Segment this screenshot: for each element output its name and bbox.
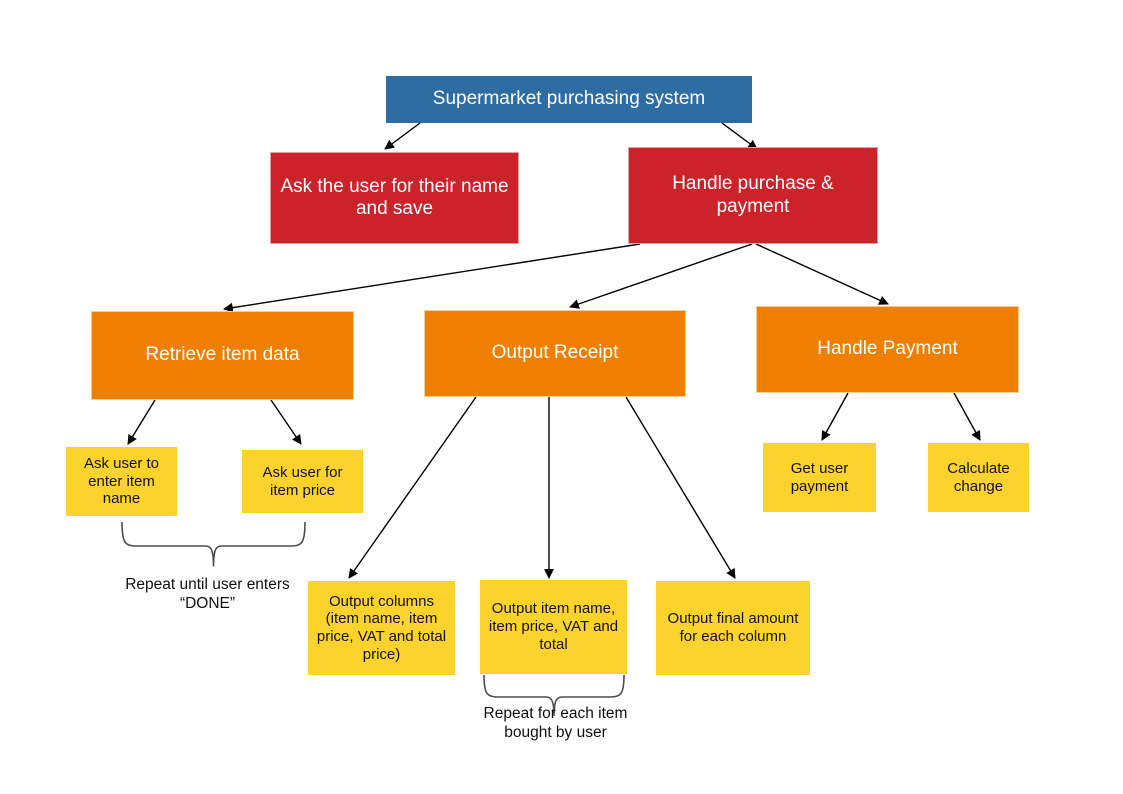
edge-retrieve-item-to-ask-item-name xyxy=(127,399,156,445)
edge-handle-pp-to-retrieve-item xyxy=(223,243,641,313)
node-calc-change[interactable]: Calculate change xyxy=(928,443,1029,512)
node-label: Supermarket purchasing system xyxy=(432,88,706,110)
edge-handle-pp-to-output-receipt xyxy=(569,243,753,309)
node-output-receipt[interactable]: Output Receipt xyxy=(424,310,686,397)
node-output-final[interactable]: Output final amount for each column xyxy=(656,581,810,675)
edge-handle-pp-to-handle-payment xyxy=(755,243,889,305)
node-label: Output final amount for each column xyxy=(667,610,799,645)
node-label: Output columns (item name, item price, V… xyxy=(316,592,447,663)
edge-handle-payment-to-calc-change xyxy=(953,392,981,441)
node-label: Ask user for item price xyxy=(262,463,343,499)
node-handle-pp[interactable]: Handle purchase & payment xyxy=(628,147,878,244)
node-label: Handle purchase & payment xyxy=(672,173,834,217)
node-handle-payment[interactable]: Handle Payment xyxy=(756,306,1019,393)
edge-output-receipt-to-output-columns xyxy=(348,396,477,579)
brace-repeat-items xyxy=(121,521,306,567)
node-label: Output item name, item price, VAT and to… xyxy=(488,600,619,653)
node-label: Calculate change xyxy=(947,459,1010,495)
brace-repeat-items-caption: Repeat until user enters “DONE” xyxy=(125,576,290,612)
node-output-columns[interactable]: Output columns (item name, item price, V… xyxy=(308,581,455,675)
node-ask-item-price[interactable]: Ask user for item price xyxy=(242,450,363,513)
edge-retrieve-item-to-ask-item-price xyxy=(270,399,302,445)
node-retrieve-item[interactable]: Retrieve item data xyxy=(91,311,354,400)
brace-repeat-each-item-caption: Repeat for each item bought by user xyxy=(483,705,628,741)
edge-handle-payment-to-get-payment xyxy=(821,392,849,441)
node-label: Handle Payment xyxy=(817,338,958,360)
node-label: Retrieve item data xyxy=(145,344,300,366)
node-label: Ask the user for their name and save xyxy=(280,175,509,219)
node-ask-name[interactable]: Ask the user for their name and save xyxy=(270,152,519,244)
node-get-payment[interactable]: Get user payment xyxy=(763,443,876,512)
edge-root-to-handle-pp xyxy=(721,122,758,150)
edge-root-to-ask-name xyxy=(384,122,421,150)
node-label: Get user payment xyxy=(790,459,849,495)
node-ask-item-name[interactable]: Ask user to enter item name xyxy=(66,447,177,516)
node-output-item[interactable]: Output item name, item price, VAT and to… xyxy=(480,580,627,674)
node-root[interactable]: Supermarket purchasing system xyxy=(386,76,752,123)
node-label: Ask user to enter item name xyxy=(83,454,160,508)
node-label: Output Receipt xyxy=(491,342,619,364)
edge-output-receipt-to-output-final xyxy=(625,396,736,579)
